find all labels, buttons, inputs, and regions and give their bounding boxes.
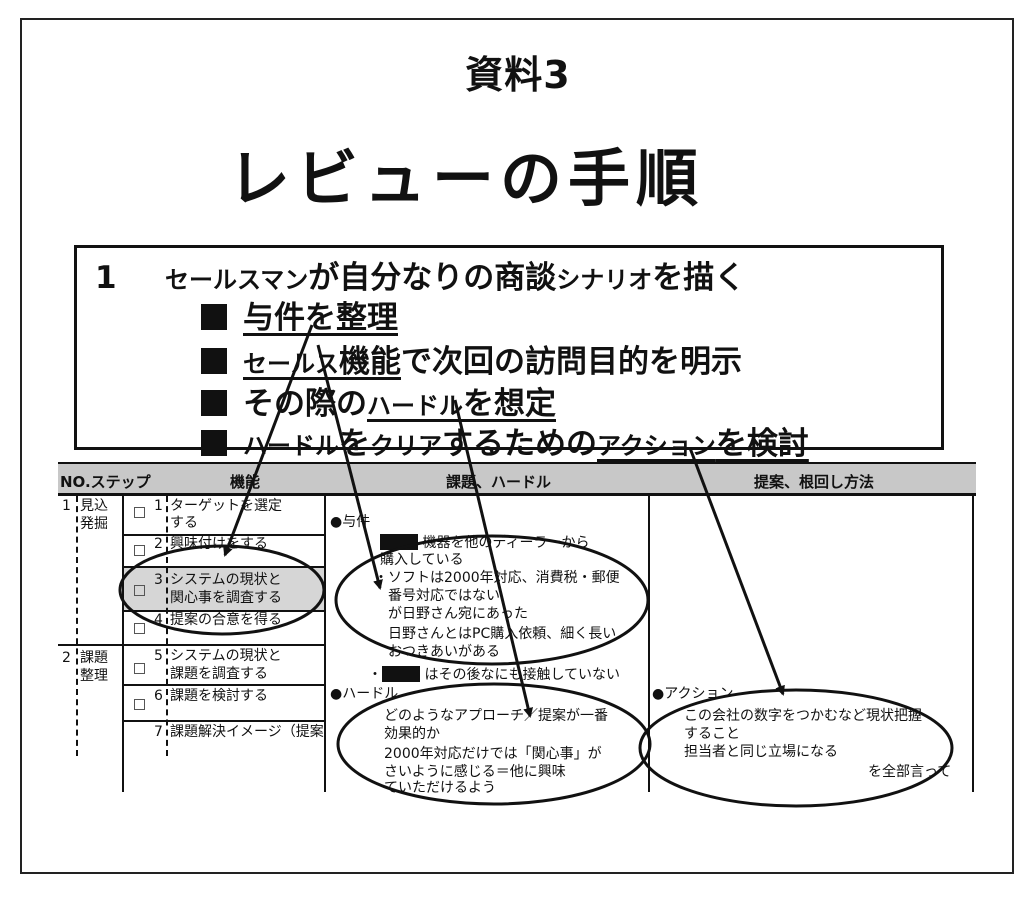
checkbox-icon[interactable] (134, 620, 145, 637)
annotation-arrow (688, 447, 785, 696)
bullet-text: ハードル (367, 392, 463, 420)
dashed-divider (76, 496, 78, 756)
column-divider (972, 496, 974, 792)
bullet-text: を検討 (715, 426, 809, 462)
bullet-text: 与件を整理 (243, 300, 398, 336)
bullet-item: その際のハードルを想定 (201, 378, 556, 423)
step-text-part: が自分なりの商談 (308, 260, 557, 296)
proposal-line: すること (684, 726, 740, 742)
issue-line: が日野さん宛にあった (388, 606, 528, 622)
bullet-text: その際の (243, 386, 367, 422)
annotation-arrow (223, 324, 314, 557)
row-divider (58, 644, 324, 646)
square-bullet-icon (201, 430, 227, 456)
bullet-text: クリア (370, 432, 442, 460)
issue-line: どのようなアプローチ／提案が一番 (384, 708, 608, 724)
row-divider (122, 684, 324, 686)
issue-section-heading: ●与件 (330, 514, 371, 530)
square-bullet-icon (201, 390, 227, 416)
bullet-text: ハードル (243, 432, 339, 460)
column-divider (648, 496, 650, 792)
proposal-line: 担当者と同じ立場になる (684, 744, 838, 760)
function-label: 課題を調査する (170, 666, 268, 682)
function-number: 7 (154, 724, 163, 740)
annotation-ellipse (334, 534, 650, 666)
step-text-part: シナリオ (556, 266, 653, 294)
step-number: 1 (95, 260, 117, 296)
annotation-ellipse (336, 682, 652, 806)
function-number: 1 (154, 498, 163, 514)
page-title: レビューの手順 (228, 142, 705, 215)
function-label: システムの現状と (170, 572, 282, 588)
checkbox-icon[interactable] (134, 504, 145, 521)
highlight-row (124, 568, 324, 610)
row-divider (122, 566, 324, 568)
annotation-arrow (316, 344, 383, 590)
row-divider (122, 534, 324, 536)
group-name: 整理 (80, 668, 108, 684)
step-heading: 1 セールスマンが自分なりの商談シナリオを描く (95, 252, 745, 297)
header-proposal: 提案、根回し方法 (754, 473, 875, 491)
checkbox-icon[interactable] (134, 660, 145, 677)
issue-line: 2000年対応だけでは「関心事」が (384, 746, 602, 762)
issue-line: 日野さんとはPC購入依頼、細く長い (388, 626, 617, 642)
bullet-text: アクション (597, 432, 716, 460)
issue-line: ていただけるよう (384, 780, 496, 796)
document-frame (20, 18, 1014, 874)
issue-line: 番号対応ではない (388, 588, 500, 604)
column-divider (324, 496, 326, 792)
issue-line: 効果的か (384, 726, 440, 742)
function-number: 2 (154, 536, 163, 552)
header-step: NO.ステップ (60, 473, 151, 491)
bullet-text: 機能 (339, 344, 401, 380)
annotation-ellipse (638, 688, 954, 808)
square-bullet-icon (201, 304, 227, 330)
function-label: 課題解決イメージ（提案 (170, 724, 324, 740)
proposal-line: この会社の数字をつかむなど現状把握 (684, 708, 922, 724)
step-text-part: を描く (652, 260, 746, 296)
group-number: 1 (62, 498, 71, 514)
redaction-block (382, 666, 420, 682)
annotation-ellipse (118, 544, 326, 636)
function-number: 6 (154, 688, 163, 704)
function-label: する (170, 515, 198, 531)
function-number: 4 (154, 612, 163, 628)
step-text-part: セールスマン (165, 266, 309, 294)
checkbox-icon[interactable] (134, 696, 145, 713)
step-box: 1 セールスマンが自分なりの商談シナリオを描く 与件を整理 セールス機能で次回の訪… (74, 245, 944, 462)
function-label: ターゲットを選定 (170, 498, 282, 514)
function-label: 課題を検討する (170, 688, 268, 704)
square-bullet-icon (201, 348, 227, 374)
group-name: 見込 (80, 498, 108, 514)
bullet-item: セールス機能で次回の訪問目的を明示 (201, 336, 742, 381)
table-header: NO.ステップ 機能 課題、ハードル 提案、根回し方法 (58, 462, 976, 496)
row-divider (122, 610, 324, 612)
issue-section-heading: ●ハードル (330, 686, 399, 702)
annotation-arrow (453, 399, 534, 718)
function-label: システムの現状と (170, 648, 282, 664)
function-number: 3 (154, 572, 163, 588)
function-number: 5 (154, 648, 163, 664)
bullet-item: 与件を整理 (201, 292, 398, 337)
review-table: NO.ステップ 機能 課題、ハードル 提案、根回し方法 1 見込 発掘 2 課題… (58, 462, 976, 796)
function-label: 関心事を調査する (170, 590, 282, 606)
checkbox-icon[interactable] (134, 582, 145, 599)
group-number: 2 (62, 650, 71, 666)
bullet-text: で次回の訪問目的を明示 (401, 344, 742, 380)
function-label: 提案の合意を得る (170, 612, 282, 628)
issue-line: 購入している (380, 552, 464, 568)
issue-line: さいように感じる＝他に興味 (384, 764, 566, 780)
document-label: 資料3 (465, 53, 571, 97)
group-name: 発掘 (80, 516, 108, 532)
group-name: 課題 (80, 650, 108, 666)
bullet-item: ハードルをクリアするためのアクションを検討 (201, 418, 809, 463)
issue-line: ・ はその後なにも接触していない (368, 666, 621, 683)
checkbox-icon[interactable] (134, 542, 145, 559)
row-divider (122, 720, 324, 722)
bullet-text: を想定 (463, 386, 556, 422)
